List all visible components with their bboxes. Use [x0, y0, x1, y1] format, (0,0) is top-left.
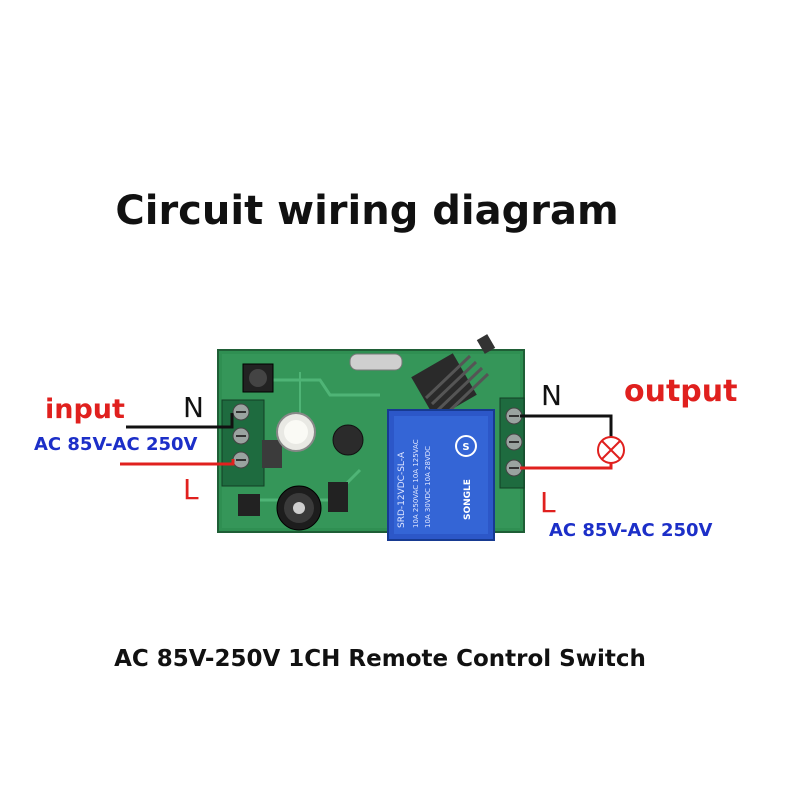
- output-terminal-block: [499, 397, 525, 489]
- relay-model-text: SRD-12VDC-SL-A: [397, 451, 407, 528]
- capacitor-white: [276, 412, 316, 452]
- capacitor-black: [276, 485, 322, 531]
- output-neutral-wire: [520, 414, 613, 437]
- input-terminal-block: [221, 399, 265, 487]
- output-label: output: [624, 374, 738, 409]
- lamp-icon: [597, 436, 625, 464]
- input-neutral-wire: [126, 413, 234, 429]
- output-neutral-label: N: [541, 379, 562, 412]
- input-line-label: L: [183, 473, 199, 506]
- output-line-label: L: [540, 486, 556, 519]
- relay-rating-text-1: 10A 250VAC 10A 125VAC: [412, 439, 420, 528]
- output-live-wire: [520, 462, 613, 470]
- smd-part: [238, 494, 260, 516]
- svg-text:S: S: [462, 442, 469, 453]
- output-voltage-label: AC 85V-AC 250V: [549, 520, 713, 541]
- regulator-chip: [328, 482, 348, 512]
- chip: [262, 440, 282, 468]
- input-label: input: [45, 394, 125, 425]
- inductor: [332, 424, 364, 456]
- input-voltage-label: AC 85V-AC 250V: [34, 434, 198, 455]
- relay-rating-text-2: 10A 30VDC 10A 28VDC: [424, 446, 432, 528]
- antenna-coil: [411, 334, 496, 419]
- product-caption: AC 85V-250V 1CH Remote Control Switch: [114, 646, 646, 672]
- input-live-wire: [120, 459, 235, 466]
- learn-button: [242, 363, 274, 393]
- relay: S SRD-12VDC-SL-A 10A 250VAC 10A 125VAC 1…: [387, 409, 495, 541]
- crystal-oscillator: [349, 353, 403, 371]
- relay-brand-text: SONGLE: [463, 479, 473, 520]
- input-neutral-label: N: [183, 391, 204, 424]
- diagram-title: Circuit wiring diagram: [115, 188, 619, 234]
